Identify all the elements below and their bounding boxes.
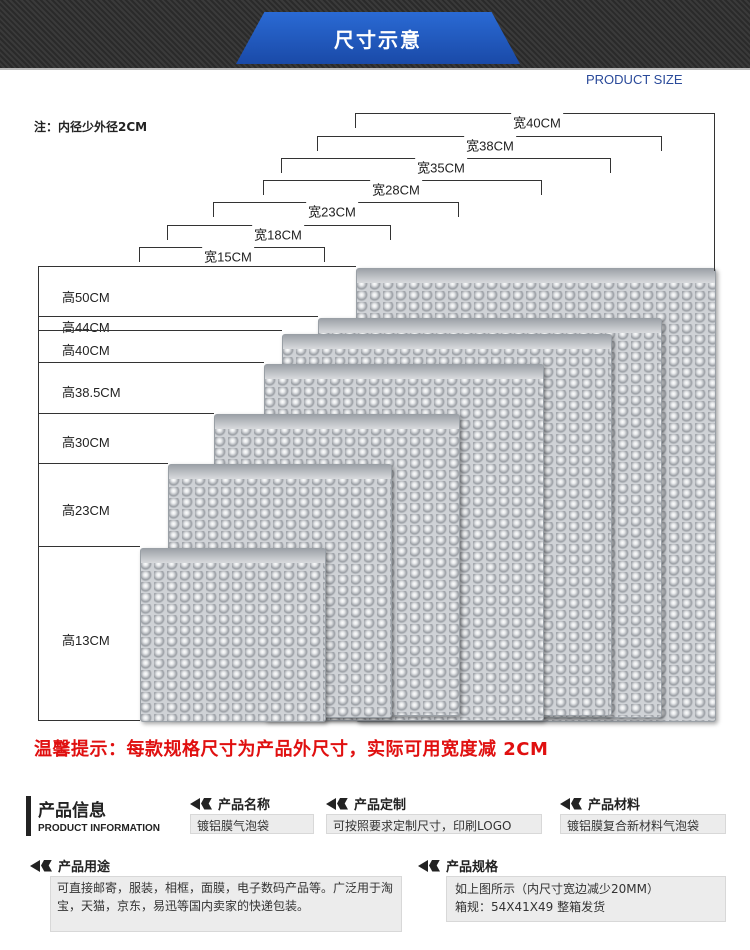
arrow-icon	[418, 859, 440, 872]
width-label-18: 宽18CM	[252, 224, 304, 244]
spec-value: 如上图所示（内尺寸宽边减少20MM） 箱规：54X41X49 整箱发货	[446, 876, 726, 922]
custom-heading: 产品定制	[326, 794, 406, 813]
height-label-40: 高40CM	[62, 343, 110, 358]
material-heading: 产品材料	[560, 794, 640, 813]
spec-heading: 产品规格	[418, 856, 498, 875]
material-label: 产品材料	[588, 798, 641, 813]
height-line-38-5	[38, 413, 214, 414]
height-axis	[38, 266, 39, 721]
info-title: 产品信息	[38, 801, 106, 821]
usage-label: 产品用途	[58, 860, 111, 875]
size-note: 注：内径少外径2CM	[34, 120, 148, 134]
arrow-icon	[326, 797, 348, 810]
arrow-icon	[190, 797, 212, 810]
height-label-30: 高30CM	[62, 435, 110, 450]
width-label-35: 宽35CM	[415, 157, 467, 177]
width-label-38: 宽38CM	[464, 135, 516, 155]
name-label: 产品名称	[218, 798, 271, 813]
usage-heading: 产品用途	[30, 856, 110, 875]
custom-value: 可按照要求定制尺寸，印刷LOGO	[326, 814, 542, 834]
width-label-40: 宽40CM	[511, 112, 563, 132]
height-line-23	[38, 546, 140, 547]
height-line-40	[38, 362, 264, 363]
warning-text: 温馨提示：每款规格尺寸为产品外尺寸，实际可用宽度减 2CM	[34, 739, 549, 760]
height-line-44b	[38, 330, 282, 331]
info-subtitle: PRODUCT INFORMATION	[38, 823, 161, 834]
material-value: 镀铝膜复合新材料气泡袋	[560, 814, 726, 834]
spec-line-2: 箱规：54X41X49 整箱发货	[455, 900, 606, 914]
page-title: 尺寸示意	[236, 12, 520, 64]
height-line-50	[38, 266, 356, 267]
height-line-44	[38, 316, 318, 317]
arrow-icon	[560, 797, 582, 810]
width-label-15: 宽15CM	[202, 246, 254, 266]
width-label-23: 宽23CM	[306, 201, 358, 221]
height-label-13: 高13CM	[62, 633, 110, 648]
header: 尺寸示意	[0, 0, 750, 90]
height-line-13	[38, 720, 140, 721]
name-heading: 产品名称	[190, 794, 270, 813]
height-label-44: 高44CM	[62, 320, 110, 335]
height-label-23: 高23CM	[62, 503, 110, 518]
height-line-30	[38, 463, 168, 464]
product-size-subtitle: PRODUCT SIZE	[586, 72, 683, 87]
height-label-38-5: 高38.5CM	[62, 385, 121, 400]
name-value: 镀铝膜气泡袋	[190, 814, 314, 834]
usage-value: 可直接邮寄，服装，相框，面膜，电子数码产品等。广泛用于淘宝，天猫，京东，易迅等国…	[50, 876, 402, 932]
bag-15x13	[140, 548, 326, 722]
custom-label: 产品定制	[354, 798, 407, 813]
width-line-40-right	[714, 113, 715, 271]
spec-line-1: 如上图所示（内尺寸宽边减少20MM）	[455, 882, 659, 896]
info-accent-bar	[26, 796, 31, 836]
width-line-40-left	[355, 113, 356, 128]
height-label-50: 高50CM	[62, 290, 110, 305]
header-divider	[0, 68, 750, 70]
width-label-28: 宽28CM	[370, 179, 422, 199]
spec-label: 产品规格	[446, 860, 499, 875]
arrow-icon	[30, 859, 52, 872]
